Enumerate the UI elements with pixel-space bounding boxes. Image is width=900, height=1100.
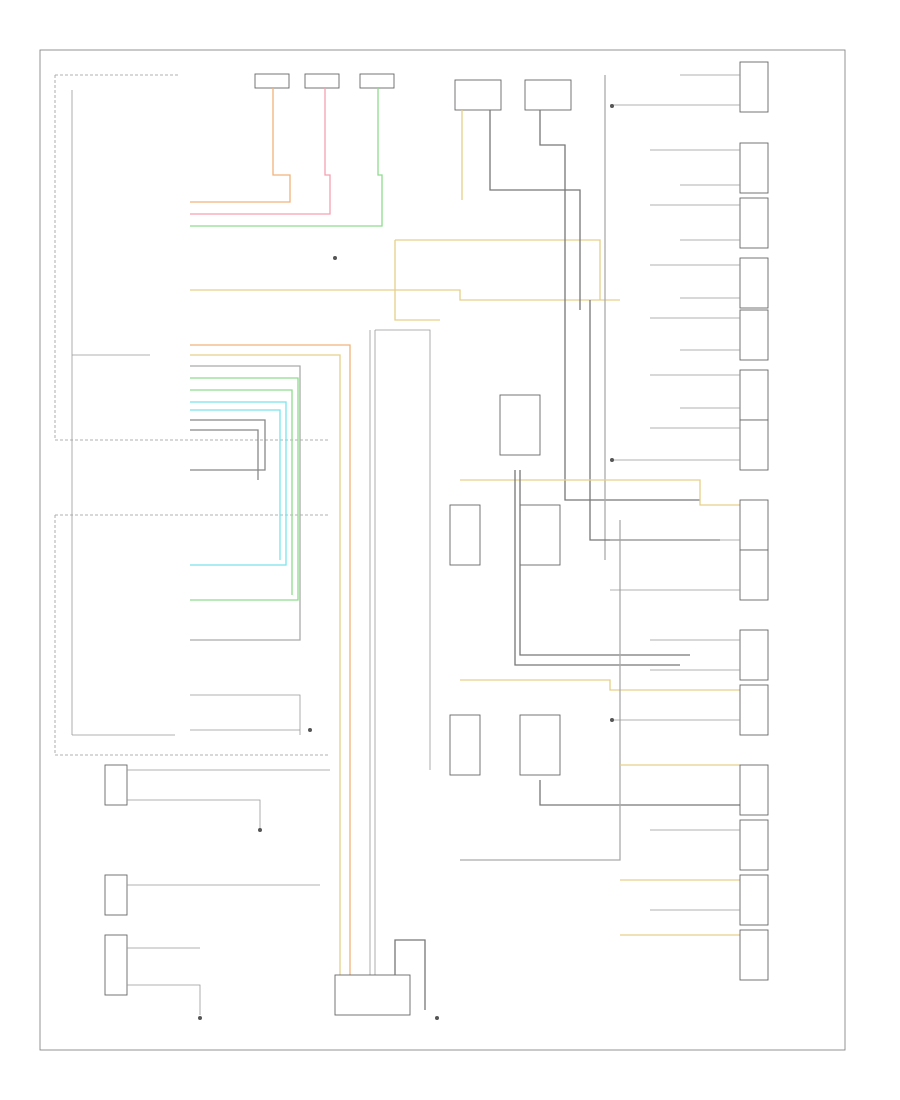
cluster-vertical-bus xyxy=(71,90,175,736)
right-harness xyxy=(460,75,740,936)
bottom-center-module xyxy=(334,939,426,1016)
instrument-cluster-enclosure xyxy=(54,74,330,516)
yellow-main-bus xyxy=(394,239,601,321)
orange-wire xyxy=(190,88,291,203)
center-switches xyxy=(449,394,561,776)
pink-wire xyxy=(190,88,331,215)
cluster-connector-wires xyxy=(190,344,351,980)
right-lamp-connectors xyxy=(739,61,769,981)
right-feed-lines xyxy=(610,74,740,911)
yellow-feed-left xyxy=(190,110,620,301)
ground-symbols xyxy=(198,104,614,1020)
green-wire xyxy=(190,88,383,227)
diagram-border xyxy=(39,49,846,1051)
clock-bus xyxy=(369,329,431,985)
lower-left-components xyxy=(104,764,330,1015)
dark-wire-top xyxy=(489,110,700,501)
headlamp-switch-enclosure xyxy=(54,515,330,756)
top-power-sources xyxy=(254,73,572,111)
dimmer-switch-wires xyxy=(190,694,301,735)
